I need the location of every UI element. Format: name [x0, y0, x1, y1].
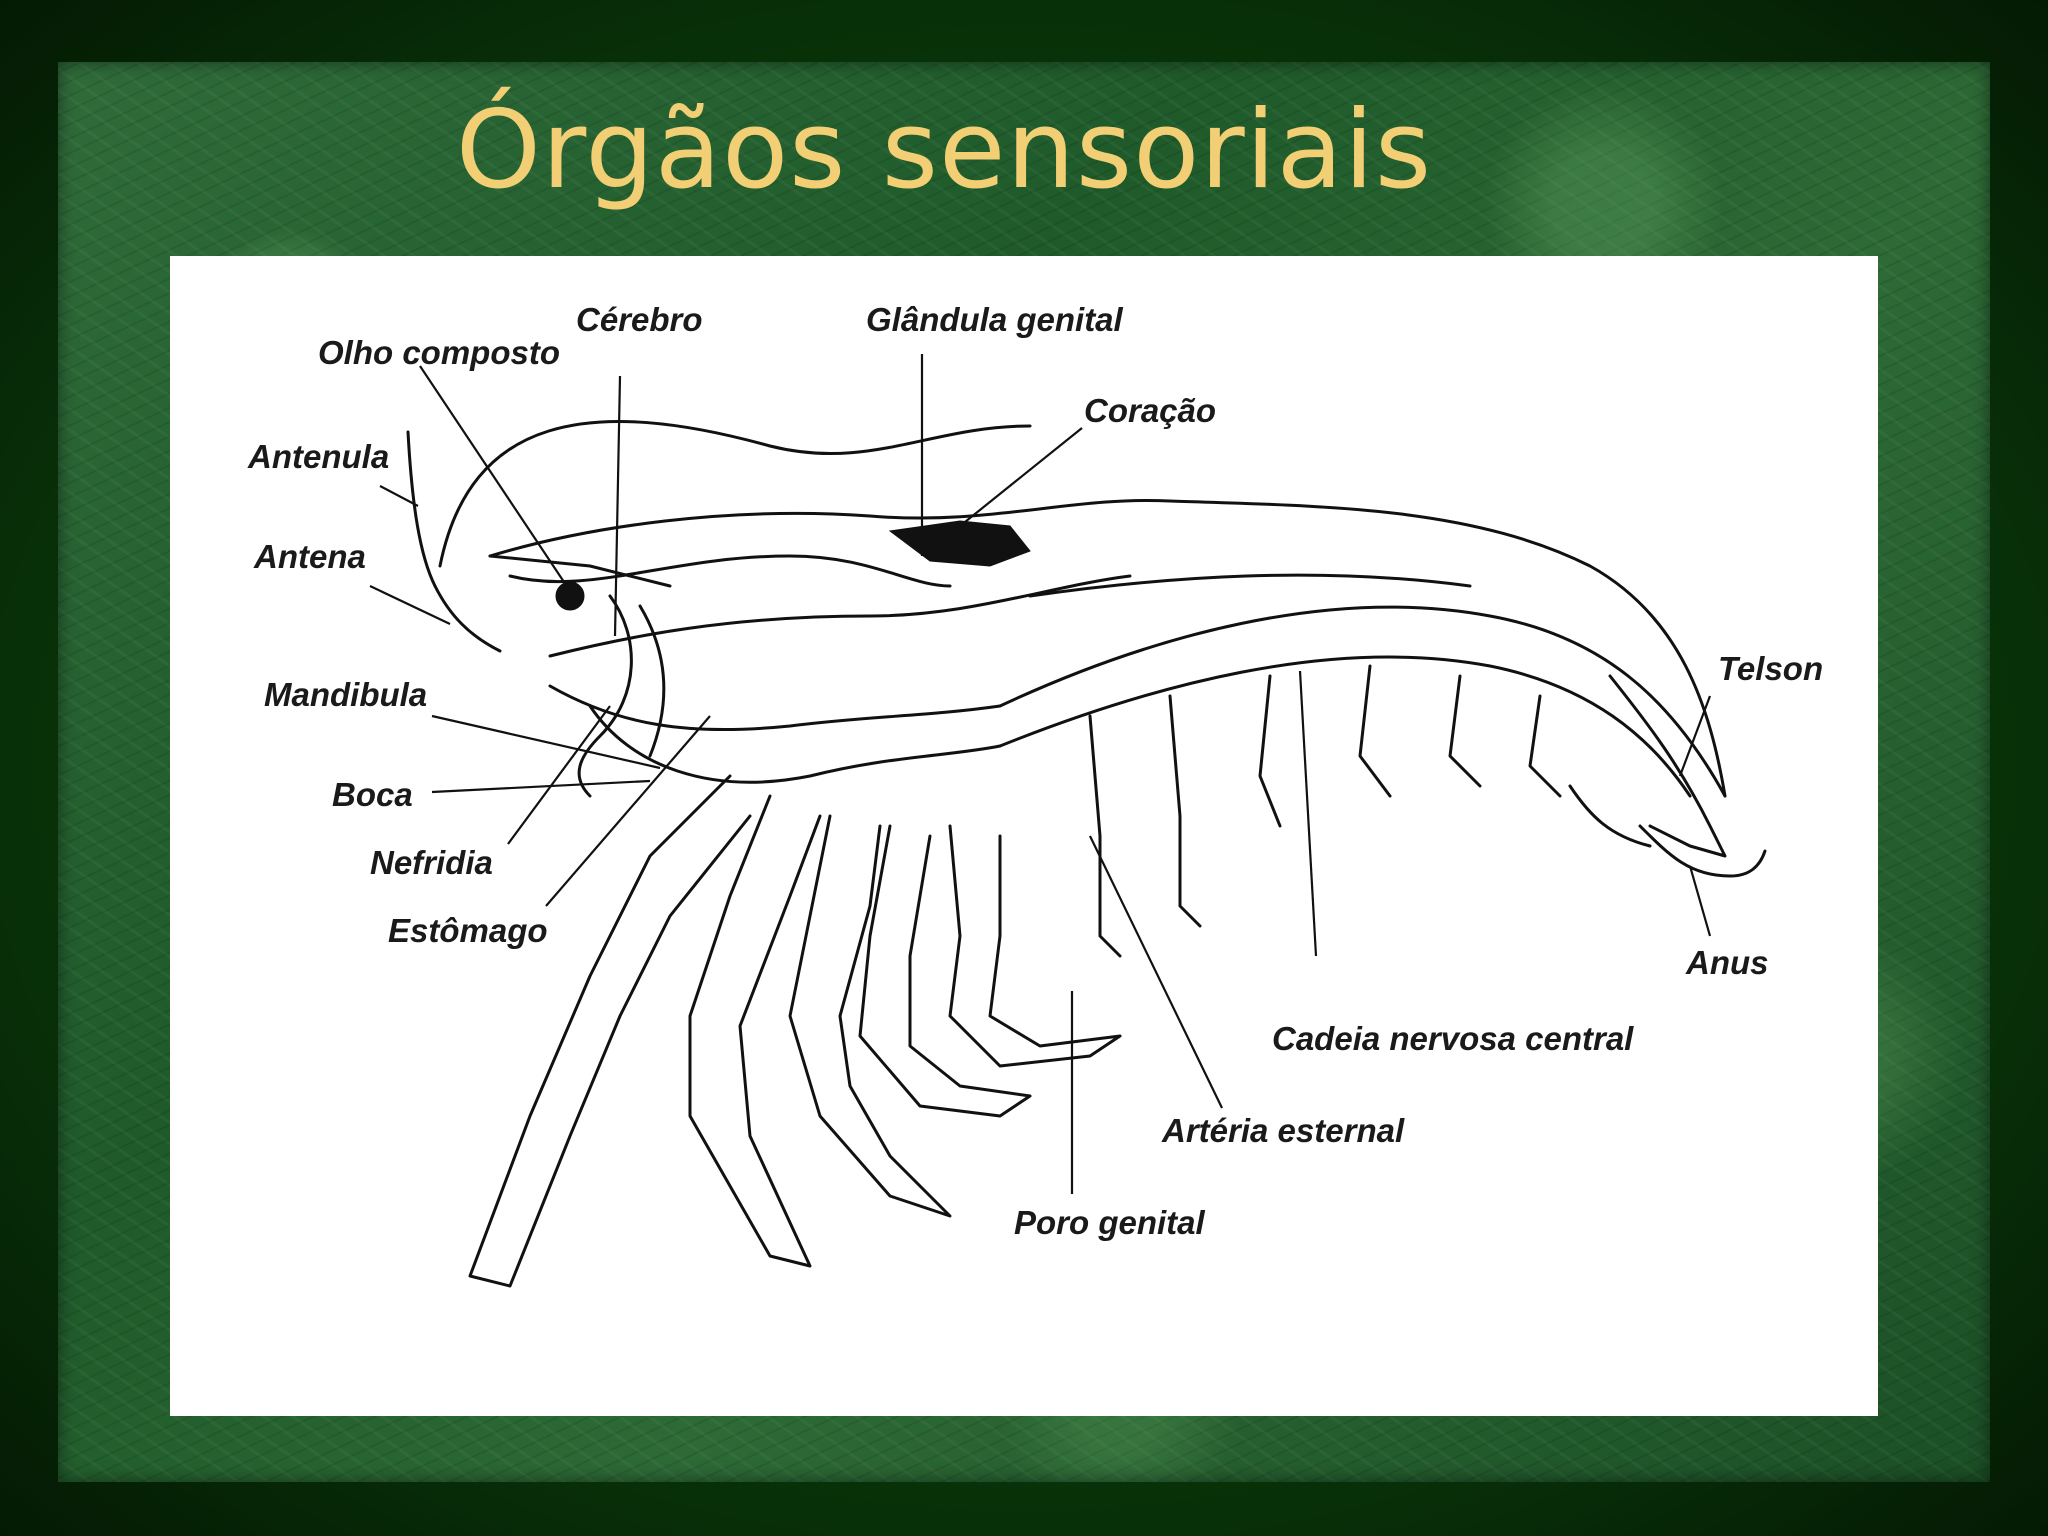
label-antenula: Antenula	[247, 438, 389, 475]
diagram-panel: Olho composto Cérebro Glândula genital C…	[170, 256, 1878, 1416]
carapace	[488, 498, 1727, 798]
label-arteria-esternal: Artéria esternal	[1161, 1112, 1405, 1149]
label-anus: Anus	[1685, 944, 1769, 981]
antenna-long-curve	[438, 419, 1032, 568]
label-coracao: Coração	[1084, 392, 1216, 429]
compound-eye-shape	[555, 581, 585, 611]
heart-shape	[888, 520, 1031, 567]
telson-shape	[1638, 824, 1767, 878]
label-glandula-genital: Glândula genital	[866, 301, 1124, 338]
shrimp-anatomy-diagram: Olho composto Cérebro Glândula genital C…	[247, 301, 1823, 1288]
label-boca: Boca	[332, 776, 413, 813]
label-cadeia-nervosa: Cadeia nervosa central	[1272, 1020, 1634, 1057]
antenna-line	[406, 430, 437, 588]
label-telson: Telson	[1718, 650, 1823, 687]
diagram-labels: Olho composto Cérebro Glândula genital C…	[247, 301, 1823, 1241]
label-nefridia: Nefridia	[370, 844, 493, 881]
label-olho-composto: Olho composto	[318, 334, 560, 371]
claw-leg	[468, 774, 752, 1288]
label-poro-genital: Poro genital	[1014, 1204, 1206, 1241]
leader-lines	[369, 354, 1712, 1194]
swimmeret	[1088, 714, 1122, 958]
label-estomago: Estômago	[388, 912, 548, 949]
shrimp-illustration	[406, 419, 1767, 1288]
abdomen	[998, 605, 1727, 798]
label-mandibula: Mandibula	[264, 676, 427, 713]
label-antena: Antena	[253, 538, 366, 575]
slide-title: Órgãos sensoriais	[455, 88, 1433, 213]
label-cerebro: Cérebro	[576, 301, 703, 338]
